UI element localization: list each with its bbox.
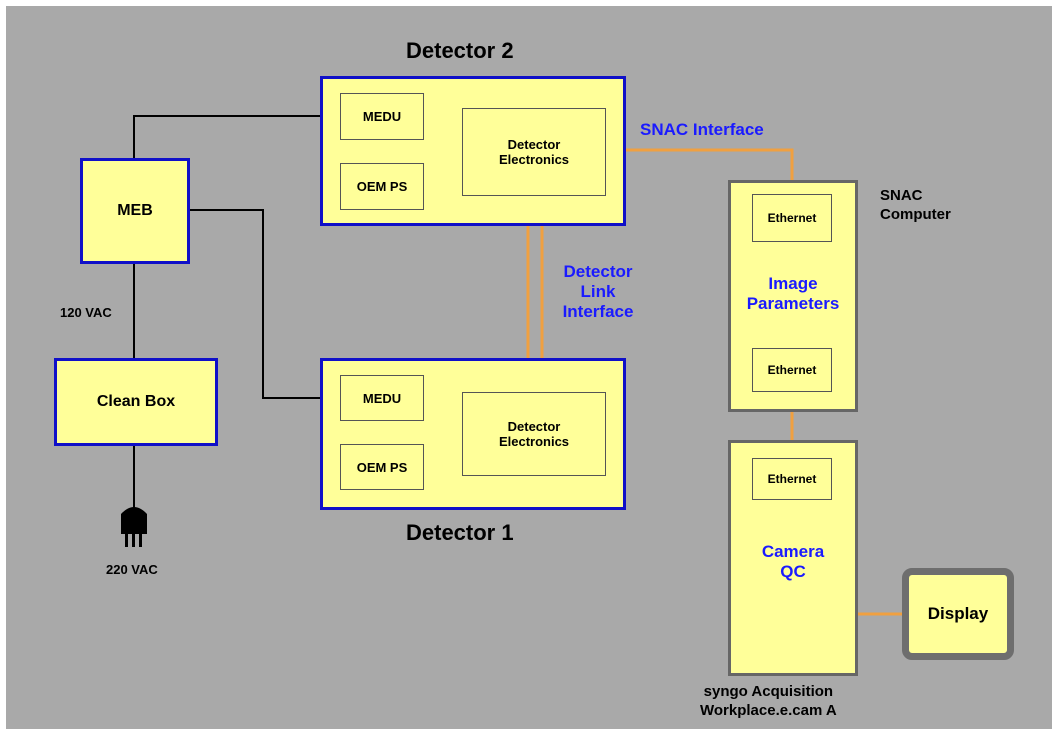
meb-box: MEB xyxy=(80,158,190,264)
detector-link-label: Detector Link Interface xyxy=(552,262,644,322)
medu2-box: MEDU xyxy=(340,93,424,140)
oem-ps2-box: OEM PS xyxy=(340,163,424,210)
snac-interface-link xyxy=(606,148,794,180)
medu1-box: MEDU xyxy=(340,375,424,421)
snac-ethernet-bottom: Ethernet xyxy=(752,348,832,392)
vac-120-label: 120 VAC xyxy=(60,305,112,320)
detector2-title: Detector 2 xyxy=(406,38,514,63)
workplace-caption-line1: syngo Acquisition xyxy=(703,683,834,700)
detector-link-line2: Link xyxy=(580,282,616,301)
power-plug-icon xyxy=(121,507,147,547)
meb-to-medu2-wire xyxy=(133,109,342,158)
clean-box: Clean Box xyxy=(54,358,218,446)
electronics1-line2: Electronics xyxy=(498,434,570,449)
oem-ps1-box: OEM PS xyxy=(340,444,424,490)
electronics2-line2: Electronics xyxy=(498,152,570,167)
meb-to-medu1-wire xyxy=(190,209,342,405)
vac-220-label: 220 VAC xyxy=(106,562,158,577)
workplace-ethernet: Ethernet xyxy=(752,458,832,500)
camera-qc-label: Camera QC xyxy=(728,542,858,582)
workplace-caption: syngo Acquisition Workplace.e.cam A xyxy=(700,682,837,720)
snac-interface-label: SNAC Interface xyxy=(640,120,764,139)
detector1-title: Detector 1 xyxy=(406,520,514,545)
image-parameters-label: Image Parameters xyxy=(728,274,858,314)
workplace-caption-line2: Workplace.e.cam A xyxy=(700,702,837,719)
detector2-electronics-box: Detector Electronics xyxy=(462,108,606,196)
snac-computer-line1: SNAC xyxy=(880,187,923,204)
electronics2-line1: Detector xyxy=(507,137,561,152)
detector-link-line3: Interface xyxy=(562,302,634,321)
snac-ethernet-top: Ethernet xyxy=(752,194,832,242)
image-parameters-line1: Image xyxy=(768,274,818,293)
snac-computer-label: SNAC Computer xyxy=(880,186,951,224)
detector1-electronics-box: Detector Electronics xyxy=(462,392,606,476)
camera-qc-line1: Camera xyxy=(761,542,825,561)
display-box: Display xyxy=(902,568,1014,660)
snac-computer-line2: Computer xyxy=(880,206,951,223)
detector-link-line1: Detector xyxy=(563,262,633,281)
camera-qc-line2: QC xyxy=(780,562,806,581)
image-parameters-line2: Parameters xyxy=(746,294,840,313)
electronics1-line1: Detector xyxy=(507,419,561,434)
